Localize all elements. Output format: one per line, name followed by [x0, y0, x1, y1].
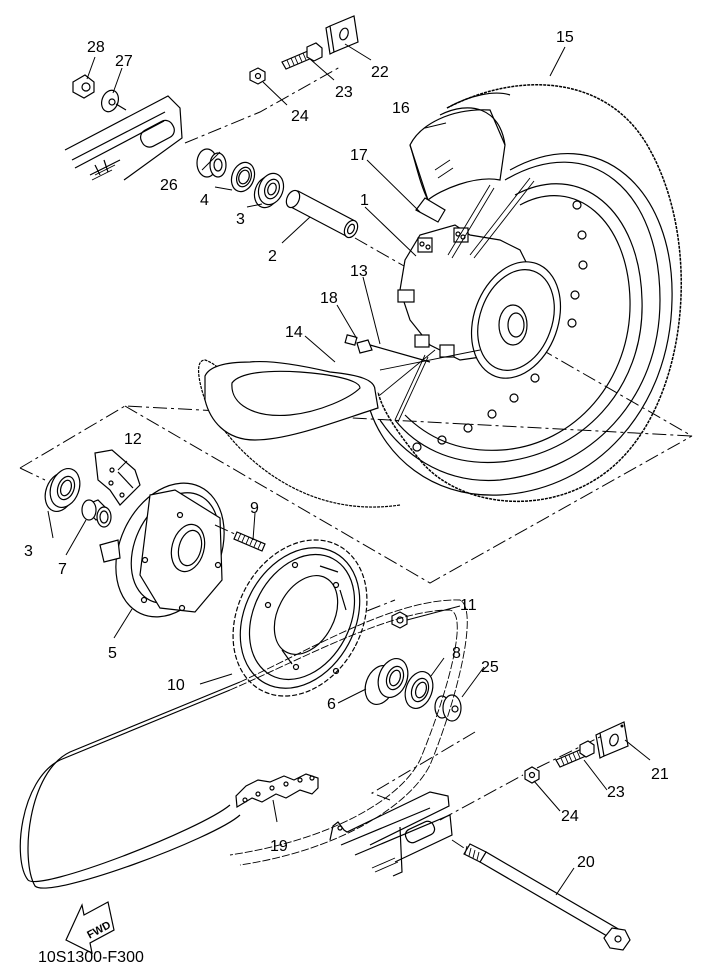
drive-chain	[19, 599, 468, 889]
part-28-nut[interactable]	[72, 74, 95, 99]
wheel-spokes	[379, 177, 535, 423]
callout-labels: 28 27 24 23 22 15 16 17 1 26 4 3 2 13 18…	[24, 29, 669, 871]
callout-11[interactable]: 11	[460, 597, 477, 614]
callout-19[interactable]: 19	[270, 838, 288, 855]
callout-18[interactable]: 18	[320, 290, 338, 307]
callout-20[interactable]: 20	[577, 854, 595, 871]
callout-24-upper[interactable]: 24	[291, 108, 309, 125]
part-10-sprocket[interactable]	[207, 516, 393, 719]
part-3-bearing-upper[interactable]	[250, 170, 287, 211]
part-14-inner-tube[interactable]	[204, 361, 379, 441]
diagram-code: 10S1300-F300	[38, 949, 144, 966]
leader-lines	[47, 43, 651, 896]
callout-25[interactable]: 25	[481, 659, 499, 676]
part-18-valve-cap[interactable]	[344, 334, 358, 346]
callout-16[interactable]: 16	[392, 100, 410, 117]
callout-23-upper[interactable]: 23	[335, 84, 353, 101]
callout-8[interactable]: 8	[452, 645, 461, 662]
part-5-clutch-hub[interactable]	[95, 465, 245, 634]
callout-13[interactable]: 13	[350, 263, 368, 280]
part-6-bearing[interactable]	[360, 654, 413, 708]
callout-4[interactable]: 4	[200, 192, 209, 209]
callout-26[interactable]: 26	[160, 177, 178, 194]
part-20-axle[interactable]	[451, 839, 631, 951]
callout-23-lower[interactable]: 23	[607, 784, 625, 801]
part-25-collar-lower[interactable]	[434, 694, 462, 722]
callout-22[interactable]: 22	[371, 64, 389, 81]
callout-28[interactable]: 28	[87, 39, 105, 56]
callout-14[interactable]: 14	[285, 324, 303, 341]
callout-1[interactable]: 1	[360, 192, 369, 209]
part-17-tube-flap[interactable]	[415, 197, 446, 223]
part-24-nut-upper[interactable]	[249, 67, 266, 85]
part-23-adjust-bolt-lower[interactable]	[555, 740, 595, 768]
callout-10[interactable]: 10	[167, 677, 185, 694]
spoke-nipples	[412, 200, 588, 452]
part-3-bearing-lower[interactable]	[40, 464, 85, 515]
part-22-adjust-plate-upper[interactable]	[325, 15, 359, 55]
part-8-oil-seal[interactable]	[400, 668, 437, 713]
callout-7[interactable]: 7	[58, 561, 67, 578]
callout-3-lower[interactable]: 3	[24, 543, 33, 560]
part-23-adjust-bolt-upper[interactable]	[281, 42, 323, 70]
forward-direction-arrow: FWD	[65, 901, 115, 955]
callout-24-lower[interactable]: 24	[561, 808, 579, 825]
part-26-collar-upper[interactable]	[196, 148, 227, 178]
callout-17[interactable]: 17	[350, 147, 368, 164]
part-13-valve[interactable]	[356, 339, 431, 363]
callout-15[interactable]: 15	[556, 29, 574, 46]
part-16-rim-band[interactable]	[409, 107, 506, 202]
part-12-clutch-damper[interactable]	[94, 449, 141, 506]
callout-6[interactable]: 6	[327, 696, 336, 713]
callout-3-upper[interactable]: 3	[236, 211, 245, 228]
part-27-washer[interactable]	[99, 88, 127, 114]
part-21-adjust-plate-lower[interactable]	[595, 721, 629, 759]
callout-2[interactable]: 2	[268, 248, 277, 265]
callout-27[interactable]: 27	[115, 53, 133, 70]
part-7-collar[interactable]	[81, 499, 112, 528]
part-19-chain-joint[interactable]	[235, 773, 319, 809]
part-2-spacer[interactable]	[284, 188, 360, 239]
part-24-nut-lower[interactable]	[524, 766, 540, 784]
part-9-stud-bolt[interactable]	[214, 524, 266, 552]
part-1-hub[interactable]	[397, 224, 576, 391]
swingarm-end-lower	[329, 791, 453, 877]
part-4-oil-seal[interactable]	[228, 159, 259, 195]
swingarm-end-upper	[64, 95, 183, 181]
part-11-nut[interactable]	[391, 611, 408, 629]
callout-5[interactable]: 5	[108, 645, 117, 662]
wheel-rim	[369, 152, 673, 496]
alignment-lines	[19, 66, 693, 821]
callout-12[interactable]: 12	[124, 431, 142, 448]
callout-9[interactable]: 9	[250, 500, 259, 517]
callout-21[interactable]: 21	[651, 766, 669, 783]
